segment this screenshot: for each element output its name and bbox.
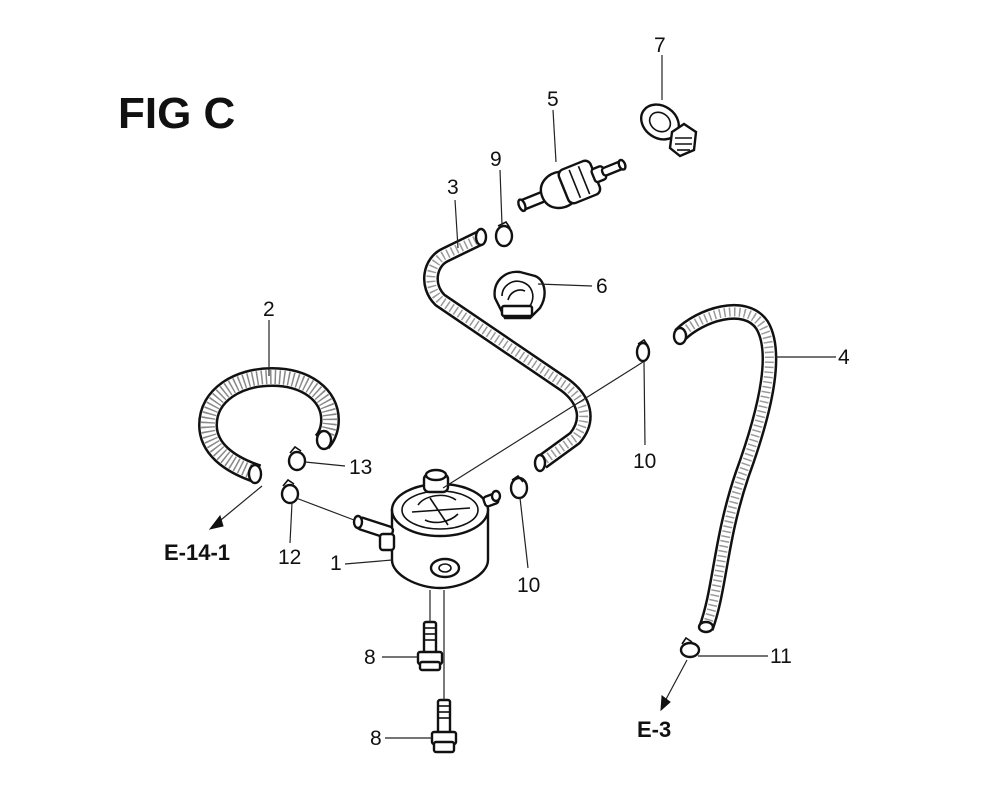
callout-12: 12 <box>278 546 301 569</box>
callout-10-upper: 10 <box>633 450 656 473</box>
part-4-hose <box>672 303 778 634</box>
reference-e-14-1: E-14-1 <box>164 540 230 565</box>
callout-9: 9 <box>490 148 502 171</box>
part-1-fuel-pump <box>352 468 502 590</box>
part-8-bolt-lower <box>430 698 458 754</box>
callout-2: 2 <box>263 298 275 321</box>
callout-8-lower: 8 <box>370 727 382 750</box>
part-10-clip-a <box>635 338 651 363</box>
callout-5: 5 <box>547 88 559 111</box>
callout-1: 1 <box>330 552 342 575</box>
part-6-clip <box>493 270 546 320</box>
callout-6: 6 <box>596 275 608 298</box>
part-3-tube <box>423 227 592 473</box>
callout-10-lower: 10 <box>517 574 540 597</box>
part-7-cap <box>640 103 698 158</box>
part-11-clip <box>679 636 701 659</box>
figure-title: FIG C <box>118 89 235 138</box>
part-10-clip-b <box>509 474 529 500</box>
callout-7: 7 <box>654 34 666 57</box>
callout-4: 4 <box>838 346 850 369</box>
callout-3: 3 <box>447 176 459 199</box>
part-12-clip <box>280 478 300 505</box>
part-5-fuel-filter <box>517 158 627 213</box>
leader-lines <box>208 55 836 739</box>
part-9-clip <box>494 220 514 248</box>
reference-e-3: E-3 <box>637 717 671 742</box>
callout-8-upper: 8 <box>364 646 376 669</box>
callout-11: 11 <box>770 645 792 668</box>
part-8-bolt-upper <box>416 620 444 672</box>
part-13-clip <box>287 445 307 472</box>
callout-13: 13 <box>349 456 372 479</box>
part-2-hose <box>198 367 340 485</box>
